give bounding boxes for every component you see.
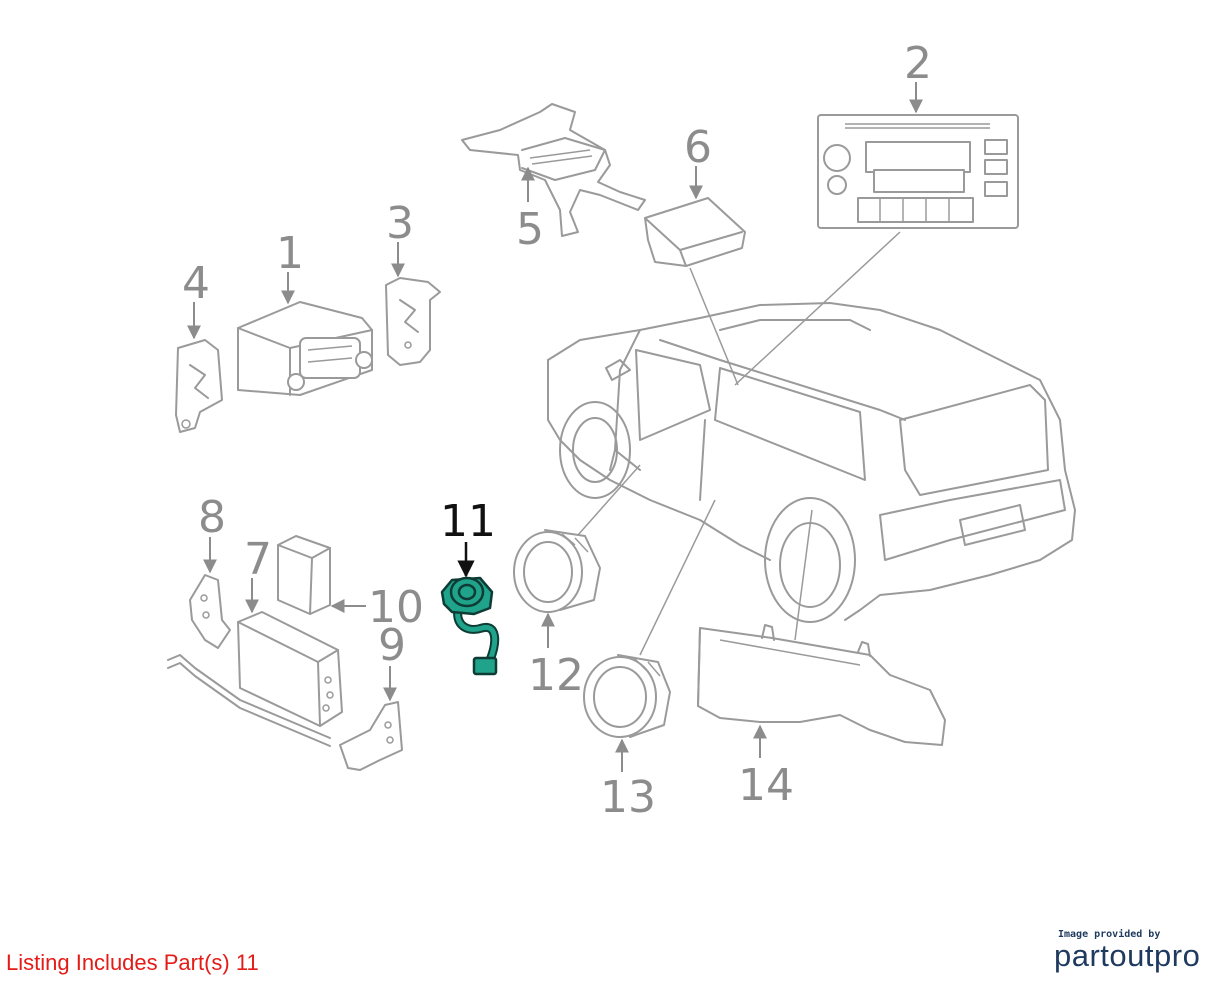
callout-7: 7	[244, 534, 272, 614]
svg-text:12: 12	[528, 650, 584, 701]
callout-3: 3	[386, 198, 414, 278]
callout-14: 14	[738, 724, 794, 811]
part-3-bracket	[385, 277, 441, 366]
svg-text:3: 3	[386, 198, 414, 249]
svg-text:11: 11	[440, 496, 496, 547]
part-8-bracket	[189, 574, 231, 649]
callout-9: 9	[378, 620, 406, 702]
part-7-amplifier	[167, 611, 343, 747]
credit-caption: Image provided by	[1058, 929, 1161, 940]
part-13-speaker	[583, 654, 671, 738]
part-9-bracket	[339, 701, 403, 771]
part-2-stereo-faceplate	[817, 114, 1019, 229]
svg-text:10: 10	[368, 582, 424, 633]
svg-text:14: 14	[738, 760, 794, 811]
callout-2: 2	[904, 38, 932, 114]
callout-10: 10	[330, 582, 424, 633]
callout-6: 6	[684, 122, 712, 200]
callout-8: 8	[198, 492, 226, 574]
part-11-speaker-harness	[440, 576, 500, 676]
vehicle-outline	[547, 302, 1076, 623]
svg-text:8: 8	[198, 492, 226, 543]
svg-text:2: 2	[904, 38, 932, 89]
part-4-bracket	[175, 339, 223, 433]
part-1-head-unit	[237, 301, 373, 396]
svg-text:13: 13	[600, 772, 656, 823]
part-5-mount-bracket	[461, 103, 646, 237]
svg-text:4: 4	[182, 258, 210, 309]
svg-text:1: 1	[276, 228, 304, 279]
svg-text:7: 7	[244, 534, 272, 585]
part-14-enclosure	[697, 624, 946, 746]
callout-5: 5	[516, 166, 544, 255]
listing-parts-text: Listing Includes Part(s) 11	[6, 950, 259, 975]
callout-12: 12	[528, 612, 584, 701]
part-10-control-module	[277, 535, 331, 615]
part-6-module	[644, 197, 746, 267]
svg-text:9: 9	[378, 620, 406, 671]
svg-text:5: 5	[516, 204, 544, 255]
callout-13: 13	[600, 738, 656, 823]
partoutpro-logo: partoutpro	[1054, 938, 1201, 973]
callout-11: 11	[440, 496, 496, 578]
svg-text:6: 6	[684, 122, 712, 173]
callout-4: 4	[182, 258, 210, 340]
part-12-speaker	[513, 529, 601, 613]
callout-1: 1	[276, 228, 304, 305]
leader-lines	[577, 231, 901, 656]
